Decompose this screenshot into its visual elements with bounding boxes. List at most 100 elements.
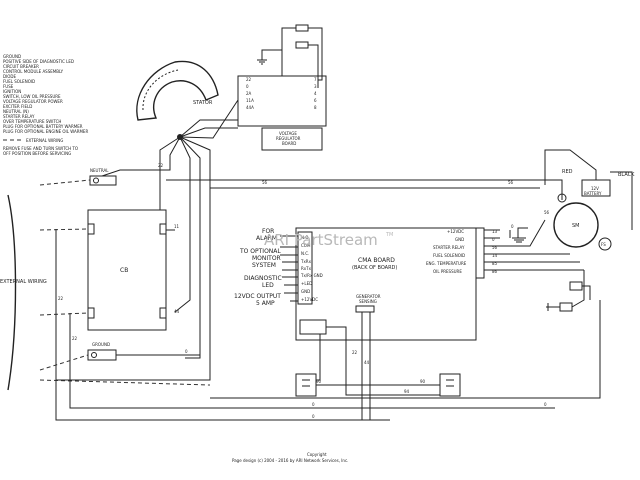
svg-text:COM: COM (301, 243, 311, 248)
generator-sensing-label: GENERATOR (356, 294, 381, 299)
legend-item: CIRCUIT BREAKER (3, 64, 39, 69)
reg-pin: 7 (314, 77, 317, 82)
legend-item: GROUND (3, 54, 21, 59)
wire-number: 0 (492, 237, 495, 242)
footer-page-design: Page design (c) 2004 - 2016 by ARI Netwo… (232, 458, 348, 463)
legend-item: SWITCH, LOW OIL PRESSURE (3, 94, 61, 99)
fuel-solenoid: FS (546, 237, 612, 312)
svg-text:ALARM: ALARM (256, 235, 277, 242)
legend-item: EXCITER FIELD (3, 104, 32, 109)
black-label: BLACK (618, 172, 635, 178)
battery-label: BATTERY (584, 191, 602, 196)
svg-text:SYSTEM: SYSTEM (252, 262, 276, 269)
svg-text:GND: GND (301, 289, 310, 294)
wire-number: 14 (492, 253, 498, 258)
svg-text:Tx/Rx GND: Tx/Rx GND (300, 273, 323, 278)
wire-number: 56 (262, 180, 268, 185)
wire-number: 22 (158, 163, 164, 168)
legend-item: PLUG FOR OPTIONAL ENGINE OIL WARMER (3, 129, 88, 134)
cma-board-label: CMA BOARD (358, 257, 395, 264)
svg-text:TxRx: TxRx (300, 259, 312, 264)
cma-board: CMA BOARD (BACK OF BOARD) N.O. COM N.C. … (295, 227, 485, 421)
battery: 12V BATTERY BLACK RED (544, 149, 635, 230)
regulator-label: REGULATOR (276, 136, 301, 141)
neutral-lug: NEUTRAL (89, 168, 117, 186)
starter-motor-label: SM (572, 223, 580, 229)
warning-line: REMOVE FUSE AND TURN SWITCH TO (3, 146, 78, 151)
stator: STATOR 22 11 44 (56, 60, 239, 381)
svg-text:RxTx: RxTx (301, 266, 312, 271)
voltage-regulator: VOLTAGE REGULATOR BOARD 22 0 2A 11A 44A … (237, 24, 327, 151)
svg-text:N.C.: N.C. (301, 251, 309, 256)
wire-number: 0 (544, 402, 547, 407)
starter-motor: SM (553, 193, 599, 248)
wire-number: 85 (492, 261, 498, 266)
legend-item: IGNITION (3, 89, 21, 94)
legend-external-wiring: EXTERNAL WIRING (26, 138, 63, 143)
bottom-plugs: 90 94 90 0 0 0 (210, 300, 601, 419)
regulator-label: VOLTAGE (279, 131, 297, 136)
svg-text:GND: GND (455, 237, 464, 242)
svg-text:STARTER RELAY: STARTER RELAY (433, 245, 465, 250)
warning-line: OFF POSITION BEFORE SERVICING (3, 151, 71, 156)
wire-number: 44 (174, 309, 180, 314)
legend-item: STARTER RELAY (3, 114, 35, 119)
cma-left-pins: N.O. COM N.C. TxRx RxTx Tx/Rx GND +LED G… (300, 235, 323, 302)
wire-number: 94 (404, 389, 410, 394)
reg-pin: 11A (246, 98, 254, 103)
ground-label: GROUND (92, 342, 110, 347)
wire-number: 0 (312, 414, 315, 419)
cma-board-label: (BACK OF BOARD) (352, 265, 397, 271)
regulator-label: BOARD (282, 141, 296, 146)
cb-label: CB (120, 267, 128, 274)
reg-pin: 22 (246, 77, 252, 82)
wire-number: 0 (312, 402, 315, 407)
wire-number: 0 (511, 224, 514, 229)
reg-pin: 0 (246, 84, 249, 89)
svg-text:FUEL SOLENOID: FUEL SOLENOID (433, 253, 465, 258)
reg-pin: 3 (314, 84, 317, 89)
svg-text:MONITOR: MONITOR (252, 255, 281, 262)
battery-label: 12V (591, 186, 599, 191)
generator-sensing-label: SENSING (359, 299, 377, 304)
ground-lug: GROUND 0 (87, 342, 200, 361)
cma-left-io: FOR ALARM TO OPTIONAL MONITOR SYSTEM DIA… (234, 228, 298, 307)
stator-label: STATOR (193, 100, 213, 106)
wire-number: 22 (352, 350, 358, 355)
fs-label: FS (601, 242, 606, 247)
reg-pin: 2A (246, 91, 252, 96)
wire-number: 56 (492, 245, 498, 250)
svg-text:DIAGNOSTIC: DIAGNOSTIC (244, 275, 282, 282)
external-wiring-left: EXTERNAL WIRING 22 22 (0, 179, 555, 421)
wire-number: 44 (364, 360, 370, 365)
wire-number: 90 (316, 379, 322, 384)
wire-number: 86 (492, 269, 498, 274)
svg-text:LED: LED (262, 282, 274, 289)
wire-number: 22 (72, 336, 78, 341)
svg-text:+LED: +LED (301, 281, 312, 286)
svg-text:ENG. TEMPERATURE: ENG. TEMPERATURE (426, 261, 467, 266)
svg-text:+12VDC: +12VDC (447, 229, 464, 234)
circuit-breaker: CB (87, 209, 167, 331)
reg-pin: 44A (246, 105, 254, 110)
legend-item: FUSE (3, 84, 14, 89)
watermark: ARI PartStream (264, 231, 378, 249)
legend-item: VOLTAGE REGULATOR POWER (3, 99, 63, 104)
wire-number: 90 (420, 379, 426, 384)
legend-item: NEUTRAL (N) (3, 109, 29, 114)
svg-text:OIL PRESSURE: OIL PRESSURE (433, 269, 462, 274)
external-wiring-label: EXTERNAL WIRING (0, 279, 47, 285)
legend-item: FUEL SOLENOID (3, 79, 35, 84)
wire-number: 11 (174, 224, 180, 229)
reg-pin: 8 (314, 105, 317, 110)
legend-item: POSITIVE SIDE OF DIAGNOSTIC LED (3, 59, 74, 64)
reg-pin: 4 (314, 91, 317, 96)
legend: GROUND POSITIVE SIDE OF DIAGNOSTIC LED C… (3, 54, 88, 156)
right-wiring: 56 56 13 0 56 14 85 86 56 0 (166, 179, 584, 274)
svg-text:N.O.: N.O. (301, 235, 310, 240)
wire-number: 13 (492, 229, 498, 234)
wire-number: 56 (508, 180, 514, 185)
wire-number: 56 (544, 210, 550, 215)
svg-text:TO OPTIONAL: TO OPTIONAL (239, 248, 281, 255)
